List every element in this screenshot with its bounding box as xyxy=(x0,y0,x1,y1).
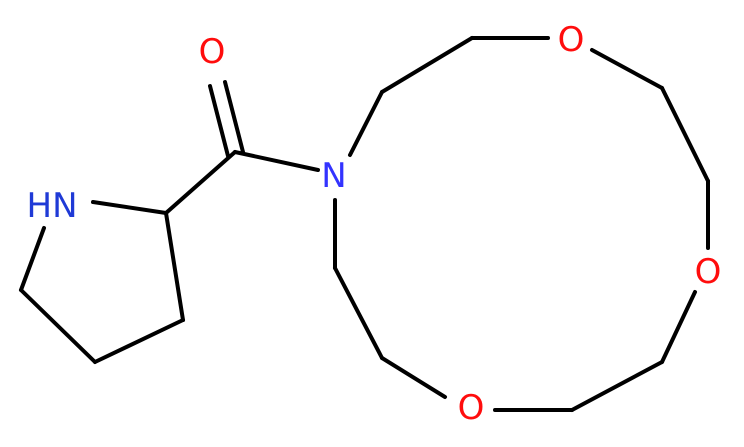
carbonyl-oxygen-label: O xyxy=(199,32,226,72)
pyrrolidine-nh-label: HN xyxy=(27,186,78,226)
macrocycle-ring xyxy=(333,36,710,412)
ring-oxygen-bottom-label: O xyxy=(458,388,485,428)
bond-carbonyl-c2 xyxy=(164,150,237,215)
pyrrolidine-ring xyxy=(19,200,185,364)
bond-carbonyl-n xyxy=(233,150,320,172)
ring-oxygen-right-label: O xyxy=(695,252,722,292)
carbonyl-double-bond xyxy=(208,80,245,158)
amide-nitrogen-label: N xyxy=(321,156,346,196)
ring-oxygen-top-label: O xyxy=(558,20,585,60)
